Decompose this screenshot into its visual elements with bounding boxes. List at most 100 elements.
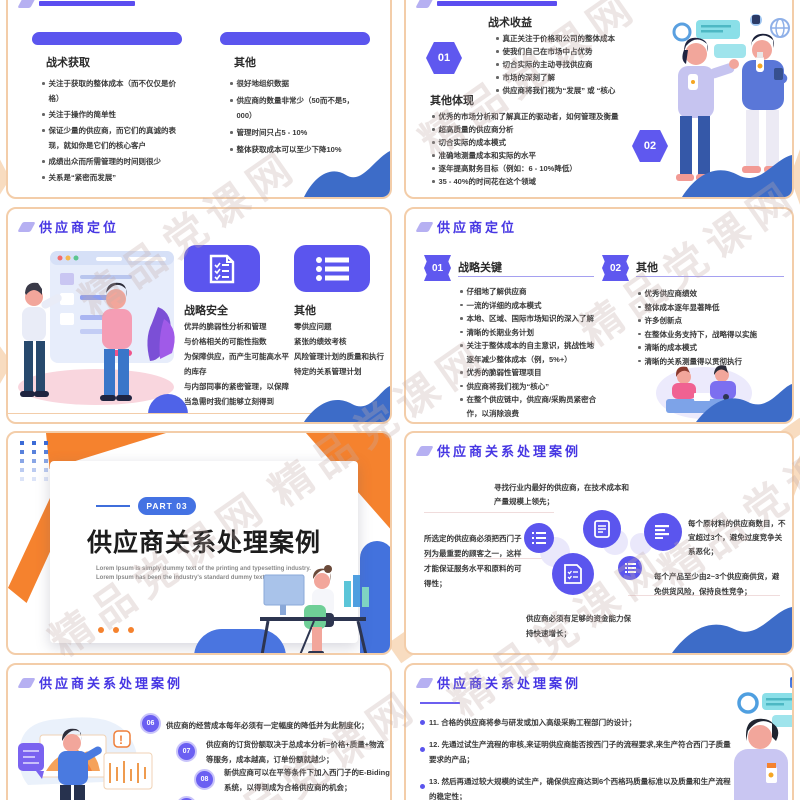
- hexagon-badge-02: 02: [632, 130, 668, 162]
- svg-text:!: !: [119, 733, 123, 747]
- bullet-item: 在整体业务支持下，战略得以实施: [638, 328, 790, 342]
- item-number-badge: 08: [194, 769, 215, 790]
- bullet-item: 11. 合格的供应商将参与研发或加入高级采购工程部门的设计；: [420, 715, 738, 730]
- bullet-item: 市场的深刻了解: [496, 71, 661, 84]
- list-card: [294, 245, 370, 292]
- half-circle-decoration: [148, 394, 188, 414]
- document-circle: [583, 510, 621, 548]
- slide-thumbnail-1[interactable]: 战术获取 关注于获取的整体成本（而不仅仅是价格） 关注于操作的简单性 保证少量的…: [6, 0, 392, 199]
- hexagon-badge-01: 01: [426, 42, 462, 74]
- bullet-item: 本地、区域、国际市场知识的深入了解: [460, 312, 600, 326]
- orange-dots: [98, 627, 134, 633]
- bullet-item: 切合实际的成本模式: [432, 136, 667, 149]
- note-top: 寻找行业内最好的供应商，在技术成本和产量规模上领先；: [494, 483, 629, 506]
- text-line: 风险管理计划的质量和执行: [294, 352, 384, 361]
- part-pill: PART 03: [138, 497, 196, 515]
- slide-thumbnail-3[interactable]: 供应商定位: [6, 207, 392, 424]
- slide-thumbnail-4[interactable]: 供应商定位 01 战略关键 仔细地了解供应商 一流的详细的成本模式 本地、区域、…: [404, 207, 794, 424]
- card-title: 战术获取: [46, 57, 90, 69]
- subtitle-line: Lorem Ipsum is simply dummy text of the …: [96, 566, 311, 572]
- bullet-item: 关注于获取的整体成本（而不仅仅是价格）: [42, 76, 176, 106]
- bullet-item: 关注于整体成本的自主意识，挑战性地逐年减少整体成本（例，5%+）: [460, 339, 600, 366]
- bullet-item: 供应商将我们视为“核心”: [460, 380, 600, 394]
- text-line: 优异的脆弱性分析和管理: [184, 322, 267, 331]
- header-marker-icon: [415, 221, 434, 232]
- slide-header: 供应商关系处理案例: [17, 673, 183, 692]
- part-label: PART 03: [146, 501, 188, 511]
- checklist-document-icon: [564, 564, 582, 584]
- slide-thumbnail-7[interactable]: 供应商关系处理案例 ! 06 供应商的经营成本每年必须有一定幅度的降低并为此制度…: [6, 663, 392, 800]
- text-line: 紧张的绩效考核: [294, 337, 347, 346]
- peach-deco: [0, 148, 10, 204]
- slide-thumbnail-2[interactable]: 01 战术收益 真正关注于价格和公司的整体成本 使我们自己在市场中占优势 切合实…: [404, 0, 794, 199]
- title-underline: [636, 276, 784, 277]
- text-line: 特定的关系管理计划: [294, 367, 362, 376]
- note-right-bottom: 每个产品至少由2~3个供应商供货，避免供货风险，保持良性竞争；: [654, 572, 780, 596]
- slide-thumbnail-6[interactable]: 供应商关系处理案例 寻找行业内最好的供应商，在技术成本和产量规模上领先； 所选定…: [404, 431, 794, 655]
- item-text: 供应商的经营成本每年必须有一定幅度的降低并为此制度化；: [166, 721, 369, 730]
- numbered-list-icon: [532, 532, 546, 544]
- blue-wave-decoration: [682, 155, 792, 197]
- column-title: 其他: [294, 305, 316, 317]
- item-number-badge: 06: [140, 713, 161, 734]
- note-left: 所选定的供应商必须把西门子列为最重要的顾客之一，这样才能保证服务水平和原料的可得…: [424, 534, 522, 588]
- part-line: [96, 505, 130, 507]
- bullet-item: 管理时间只占5 - 10%: [230, 125, 362, 140]
- bullet-item: 关注于操作的简单性: [42, 107, 176, 122]
- header-marker-icon: [415, 0, 434, 8]
- left-list-icon: [655, 525, 669, 539]
- section-title: 战术收益: [488, 17, 532, 29]
- list-circle: [644, 513, 682, 551]
- slide-title: 供应商定位: [437, 220, 518, 235]
- bullet-item: 供应商的数量非常少（50而不是5，000）: [230, 93, 362, 123]
- text-line: 零供应问题: [294, 322, 332, 331]
- header-marker-icon: [17, 221, 36, 232]
- divider-line: [628, 595, 780, 596]
- bullet-item: 成绩出众而所需管理的时间则很少: [42, 154, 176, 169]
- bullet-item: 清晰的关系测量得以贯彻执行: [638, 355, 790, 369]
- bullet-item: 优秀的市场分析和了解真正的驱动者，如何管理及衡量: [432, 110, 667, 123]
- checklist-document-icon: [209, 254, 235, 283]
- bullet-item: 保证少量的供应商，而它们的真诚的表现，就如你是它们的核心客户: [42, 123, 176, 153]
- numbered-list-circle: [524, 523, 554, 553]
- text-line: 与内部同事的紧密管理，以保障当急需时我们能够立刻得到: [184, 382, 289, 406]
- bullet-item: 在整个供应链中，供应商/采购员紧密合作，以消除浪费: [460, 393, 600, 420]
- bulleted-list-icon: [316, 256, 349, 281]
- slide-title: 供应商关系处理案例: [437, 676, 582, 691]
- header-marker-icon: [415, 677, 434, 688]
- card-top-bar: [32, 32, 182, 45]
- bullet-item: 准确地测量成本和实际的水平: [432, 149, 667, 162]
- charts-man-illustration: !: [18, 717, 153, 800]
- checklist-card: [184, 245, 260, 292]
- bullet-item: 真正关注于价格和公司的整体成本: [496, 32, 661, 45]
- slide-header: [415, 0, 557, 8]
- slide-header: 供应商关系处理案例: [415, 673, 582, 692]
- bullet-item: 使我们自己在市场中占优势: [496, 45, 661, 58]
- bullet-item: 13. 然后再通过较大规模的试生产，确保供应商达到6个西格玛质量标准以及质量和生…: [420, 774, 738, 800]
- section-title: 其他体现: [430, 95, 474, 107]
- title-underline: [458, 276, 594, 277]
- slide-thumbnail-8[interactable]: 供应商关系处理案例 11. 合格的供应商将参与研发或加入高级采购工程部门的设计；…: [404, 663, 794, 800]
- item-number-badge: 07: [176, 741, 197, 762]
- slide-header: 供应商关系处理案例: [415, 441, 581, 460]
- bullet-item: 很好地组织数据: [230, 76, 362, 91]
- slide-thumbnail-5[interactable]: PART 03 供应商关系处理案例 Lorem Ipsum is simply …: [6, 431, 392, 655]
- bullet-item: 超高质量的供应商分析: [432, 123, 667, 136]
- subtitle-line: Lorem Ipsum has been the industry's stan…: [96, 575, 296, 581]
- divider-line: [424, 512, 554, 513]
- small-list-circle: [618, 556, 642, 580]
- bullet-item: 供应商将我们视为“发展” 或 “核心: [496, 84, 661, 97]
- text-line: 与价格相关的可能性指数: [184, 337, 267, 346]
- section-main-title: 供应商关系处理案例: [86, 529, 321, 557]
- item-text: 新供应商可以在平等条件下加入西门子的E-Biding系统，以得到成为合格供应商的…: [224, 768, 390, 792]
- flag-badge-01: 01: [424, 255, 451, 281]
- header-marker-icon: [415, 445, 434, 456]
- bullet-item: 35 - 40%的时间花在这个领域: [432, 175, 667, 188]
- slide-header: 供应商定位: [17, 217, 119, 236]
- header-marker-icon: [17, 677, 36, 688]
- blue-wave-decoration: [304, 386, 390, 422]
- blue-wave-decoration: [672, 607, 792, 653]
- woman-at-desk-illustration: [260, 565, 369, 653]
- bullet-item: 逐年提高财务目标（例如：6 - 10%降低）: [432, 162, 667, 175]
